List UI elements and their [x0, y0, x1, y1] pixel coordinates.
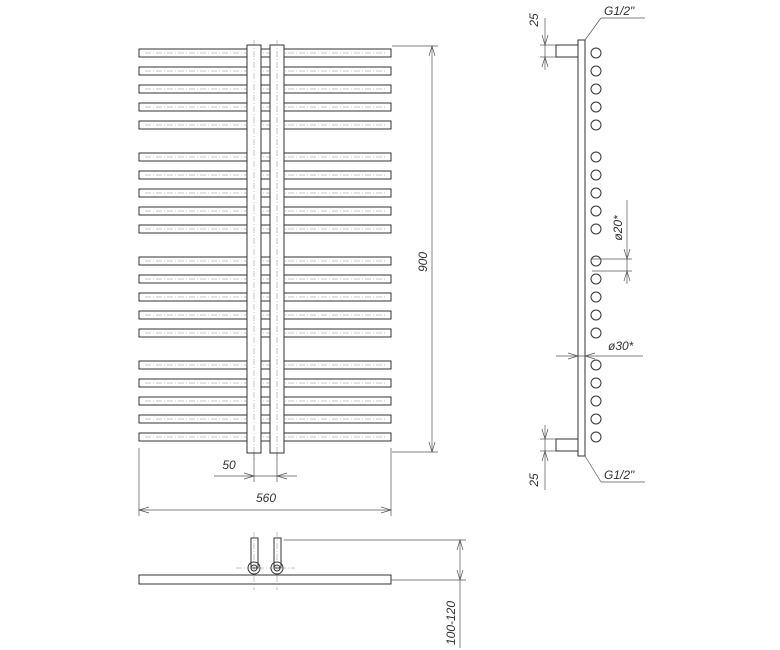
heating-bar [138, 102, 392, 112]
heating-bar [138, 414, 392, 424]
tube-section [590, 119, 602, 131]
heating-bar [138, 432, 392, 442]
depth-dimension: 100-120 [284, 538, 466, 648]
heating-bar [138, 84, 392, 94]
tube-section [590, 377, 602, 389]
heating-bar [138, 48, 392, 58]
tube-section [590, 327, 602, 339]
width-label: 560 [256, 491, 276, 505]
top-offset-label: 25 [527, 13, 541, 28]
tube-section [590, 187, 602, 199]
tube-section [590, 151, 602, 163]
collector-diameter-dimension: ø30* [556, 339, 643, 360]
heating-bar [138, 378, 392, 388]
heating-bar [138, 328, 392, 338]
heating-bar [138, 206, 392, 216]
bottom-thread-label: G1/2" [604, 468, 635, 482]
front-view [138, 40, 392, 460]
width-dimension: 560 [137, 448, 393, 516]
tube-section [590, 291, 602, 303]
heating-bar [138, 360, 392, 370]
tube-section [590, 413, 602, 425]
side-view: 25 G1/2" 25 G1/2" ø20* [527, 4, 645, 490]
collector-diameter-label: ø30* [608, 339, 634, 353]
tube-diameter-dimension: ø20* [592, 200, 632, 284]
bottom-inlet: 25 G1/2" [527, 425, 645, 490]
tube-section [590, 223, 602, 235]
heating-bar [138, 310, 392, 320]
tube-section [590, 309, 602, 321]
depth-label: 100-120 [444, 601, 458, 645]
top-view-bar [138, 574, 392, 585]
heating-bar [138, 188, 392, 198]
tube-section [590, 273, 602, 285]
tube-section [590, 431, 602, 443]
bottom-inlet-pipe [555, 438, 579, 452]
heating-bar [138, 292, 392, 302]
tube-section [590, 47, 602, 59]
heating-bar [138, 66, 392, 76]
heating-bar [138, 120, 392, 130]
top-view-right-pipe [273, 537, 282, 569]
height-label: 900 [416, 252, 430, 272]
axis-distance-label: 50 [222, 458, 236, 472]
top-view-left-pipe [250, 537, 259, 569]
tube-section [590, 65, 602, 77]
tube-section [590, 359, 602, 371]
top-inlet-pipe [555, 44, 579, 58]
heating-bar [138, 256, 392, 266]
side-tube-sections [590, 47, 602, 443]
heating-bar [138, 224, 392, 234]
front-heating-bars [138, 48, 392, 442]
heating-bar [138, 396, 392, 406]
tube-section [590, 101, 602, 113]
top-thread-label: G1/2" [604, 4, 635, 18]
heating-bar [138, 170, 392, 180]
side-collector [577, 39, 586, 457]
heating-bar [138, 274, 392, 284]
tube-section [590, 255, 602, 267]
top-view: 100-120 [138, 532, 466, 648]
tube-section [590, 169, 602, 181]
bottom-offset-label: 25 [527, 473, 541, 488]
tube-diameter-label: ø20* [611, 215, 625, 241]
top-inlet: 25 G1/2" [527, 4, 645, 70]
tube-section [590, 395, 602, 407]
heating-bar [138, 152, 392, 162]
axis-distance-dimension: 50 [214, 452, 297, 482]
tube-section [590, 83, 602, 95]
height-dimension: 900 [392, 44, 438, 454]
tube-section [590, 205, 602, 217]
